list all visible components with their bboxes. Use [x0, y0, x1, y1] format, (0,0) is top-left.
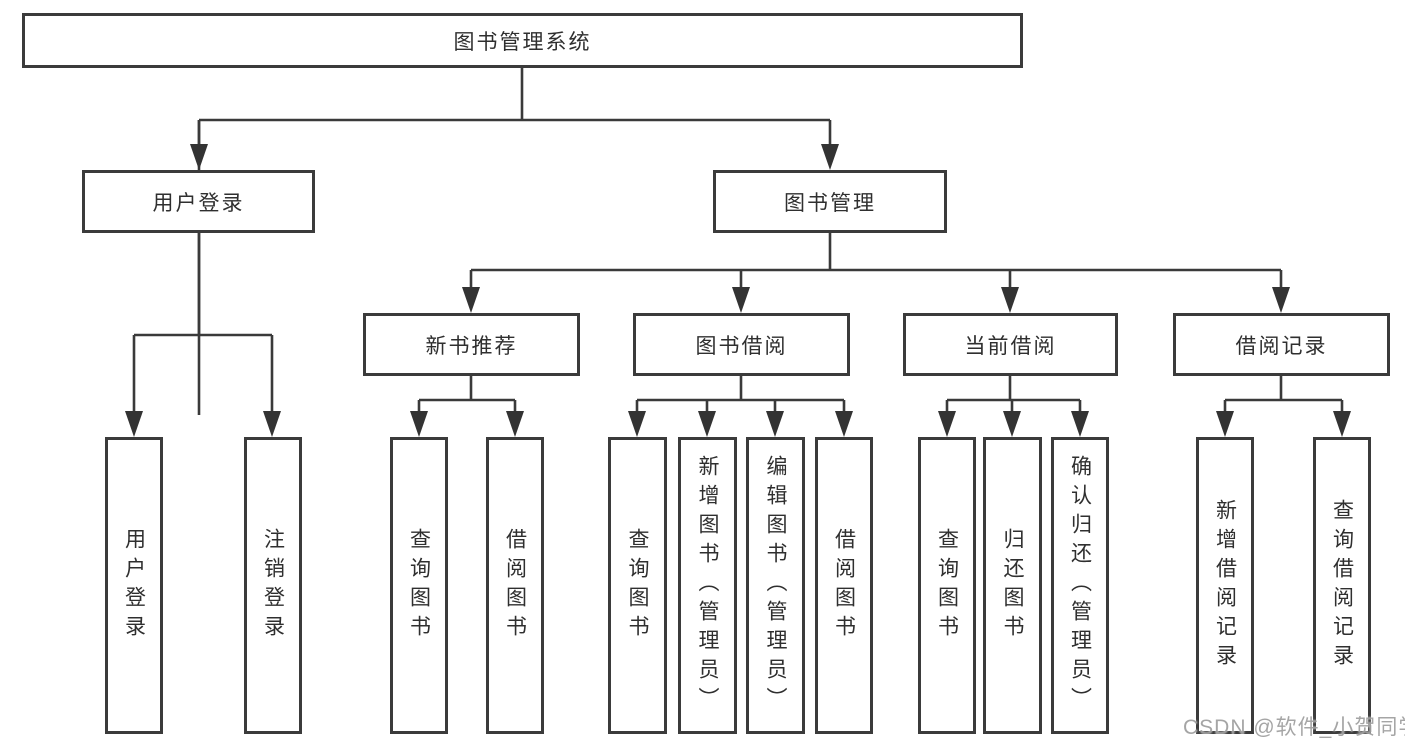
- node-user-login: 用户登录: [82, 170, 315, 233]
- leaf-borrow-books-recommend-label: 借阅图书: [503, 527, 527, 644]
- node-book-management: 图书管理: [713, 170, 947, 233]
- leaf-query-books-current-label: 查询图书: [935, 527, 959, 644]
- arrowheads: [125, 144, 1351, 437]
- leaf-query-borrow-record: 查询借阅记录: [1313, 437, 1371, 734]
- leaf-query-borrow-record-label: 查询借阅记录: [1330, 498, 1354, 673]
- node-current-borrow-label: 当前借阅: [964, 334, 1057, 358]
- node-book-borrow-label: 图书借阅: [695, 334, 788, 358]
- node-current-borrow: 当前借阅: [903, 313, 1118, 376]
- leaf-add-borrow-record: 新增借阅记录: [1196, 437, 1254, 734]
- leaf-query-books-borrow-label: 查询图书: [626, 527, 649, 644]
- leaf-query-books-recommend: 查询图书: [390, 437, 448, 734]
- node-borrow-records: 借阅记录: [1173, 313, 1390, 376]
- leaf-user-login-label: 用户登录: [122, 527, 146, 644]
- leaf-return-books-label: 归还图书: [1001, 527, 1024, 644]
- csdn-watermark: CSDN @软件_小贺同学: [1183, 716, 1405, 739]
- leaf-confirm-return-admin: 确认归还（管理员）: [1051, 437, 1109, 734]
- leaf-confirm-return-admin-label: 确认归还（管理员）: [1068, 455, 1092, 716]
- node-borrow-records-label: 借阅记录: [1235, 334, 1328, 358]
- leaf-borrow-books-recommend: 借阅图书: [486, 437, 544, 734]
- leaf-query-books-recommend-label: 查询图书: [407, 527, 431, 644]
- leaf-return-books: 归还图书: [983, 437, 1042, 734]
- node-user-login-label: 用户登录: [152, 191, 245, 215]
- leaf-user-login: 用户登录: [105, 437, 163, 734]
- node-new-book-recommend-label: 新书推荐: [425, 334, 518, 358]
- connector-paths: [132, 68, 1344, 415]
- leaf-add-borrow-record-label: 新增借阅记录: [1213, 498, 1237, 673]
- node-book-system-label: 图书管理系统: [453, 30, 592, 54]
- node-book-system: 图书管理系统: [22, 13, 1023, 68]
- leaf-add-books-admin-label: 新增图书（管理员）: [696, 455, 719, 716]
- node-book-borrow: 图书借阅: [633, 313, 850, 376]
- leaf-edit-books-admin: 编辑图书（管理员）: [746, 437, 805, 734]
- node-book-management-label: 图书管理: [784, 191, 876, 215]
- leaf-query-books-current: 查询图书: [918, 437, 976, 734]
- leaf-add-books-admin: 新增图书（管理员）: [678, 437, 737, 734]
- leaf-query-books-borrow: 查询图书: [608, 437, 667, 734]
- leaf-borrow-books: 借阅图书: [815, 437, 873, 734]
- leaf-logout-label: 注销登录: [261, 527, 285, 644]
- leaf-edit-books-admin-label: 编辑图书（管理员）: [764, 455, 787, 716]
- leaf-logout: 注销登录: [244, 437, 302, 734]
- leaf-borrow-books-label: 借阅图书: [832, 527, 856, 644]
- node-new-book-recommend: 新书推荐: [363, 313, 580, 376]
